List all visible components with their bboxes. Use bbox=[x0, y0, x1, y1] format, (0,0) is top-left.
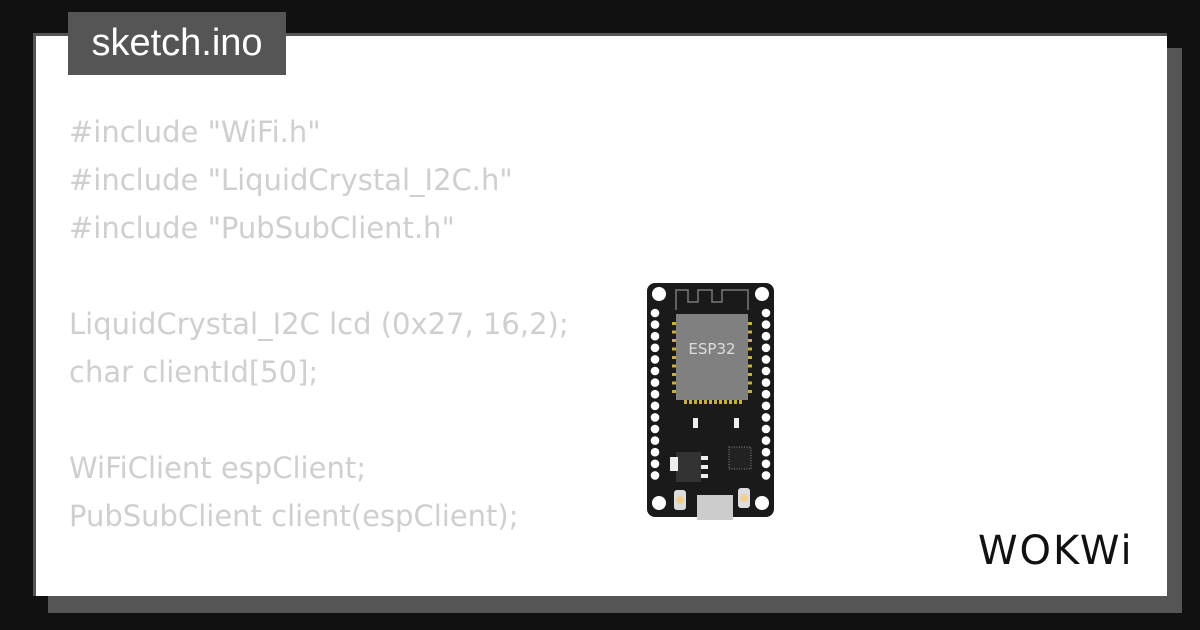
code-line bbox=[69, 252, 569, 300]
code-line: #include "LiquidCrystal_I2C.h" bbox=[69, 163, 513, 197]
pin-hole bbox=[650, 331, 660, 341]
pin-hole bbox=[761, 308, 771, 318]
code-line: LiquidCrystal_I2C lcd (0x27, 16,2); bbox=[69, 307, 569, 341]
pin-hole bbox=[761, 343, 771, 353]
pin-hole bbox=[650, 471, 660, 480]
pin-hole bbox=[761, 366, 771, 376]
code-card: #include "WiFi.h" #include "LiquidCrystal… bbox=[33, 33, 1167, 596]
pin-hole bbox=[761, 389, 771, 399]
pin-hole bbox=[650, 343, 660, 353]
pin-hole bbox=[650, 389, 660, 399]
esp32-board: ESP32 bbox=[647, 283, 774, 520]
pin-hole bbox=[650, 401, 660, 411]
code-line: WiFiClient espClient; bbox=[69, 451, 366, 485]
pin-hole bbox=[761, 401, 771, 411]
pin-hole bbox=[650, 459, 660, 469]
wokwi-logo: WOKWi bbox=[978, 528, 1134, 574]
code-line: PubSubClient client(espClient); bbox=[69, 499, 519, 533]
file-tab[interactable]: sketch.ino bbox=[68, 12, 286, 75]
pin-hole bbox=[650, 366, 660, 376]
code-preview: #include "WiFi.h" #include "LiquidCrystal… bbox=[69, 108, 569, 540]
pin-hole bbox=[761, 447, 771, 457]
pin-hole bbox=[650, 447, 660, 457]
code-line: #include "PubSubClient.h" bbox=[69, 211, 455, 245]
pin-hole bbox=[761, 436, 771, 445]
pin-hole bbox=[761, 424, 771, 434]
pin-hole bbox=[761, 331, 771, 341]
pin-hole bbox=[761, 413, 771, 422]
usb-port bbox=[697, 495, 733, 520]
pin-hole bbox=[761, 471, 771, 480]
pin-hole bbox=[650, 424, 660, 434]
pin-hole bbox=[650, 320, 660, 329]
esp32-chip bbox=[676, 314, 748, 400]
pin-hole bbox=[761, 320, 771, 329]
pin-hole bbox=[761, 378, 771, 387]
pin-hole bbox=[650, 308, 660, 318]
pin-hole bbox=[650, 413, 660, 422]
code-line bbox=[69, 396, 569, 444]
pin-hole bbox=[650, 436, 660, 445]
pin-hole bbox=[650, 355, 660, 364]
pin-hole bbox=[761, 459, 771, 469]
pin-hole bbox=[761, 355, 771, 364]
chip-label: ESP32 bbox=[688, 340, 735, 358]
code-line: char clientId[50]; bbox=[69, 355, 319, 389]
code-line: #include "WiFi.h" bbox=[69, 115, 321, 149]
pin-hole bbox=[650, 378, 660, 387]
